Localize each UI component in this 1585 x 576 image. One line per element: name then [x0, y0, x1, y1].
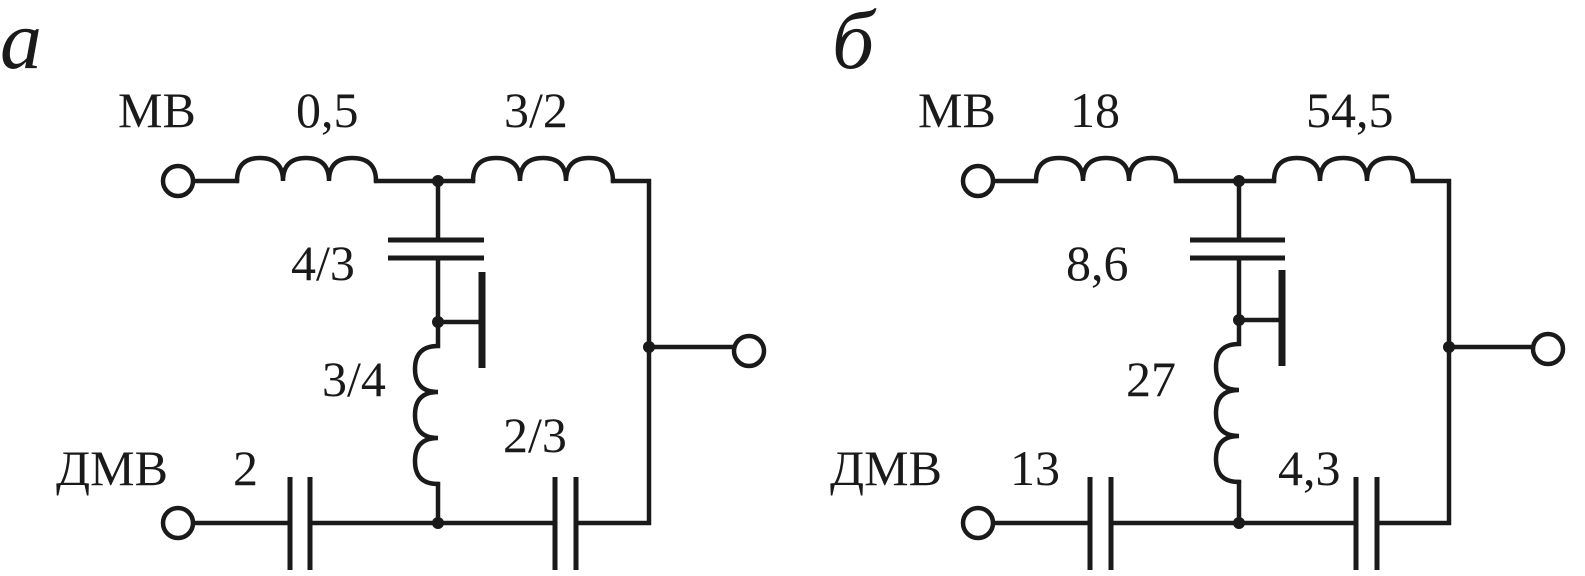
label-inductor-shunt: 27	[1126, 351, 1176, 407]
label-dmv: ДМВ	[56, 440, 168, 496]
label-capacitor-shunt: 8,6	[1066, 235, 1129, 291]
label-inductor-series-right: 3/2	[504, 82, 568, 138]
inductor-shunt	[1213, 317, 1242, 485]
junction-node	[1443, 341, 1455, 353]
label-inductor-shunt: 3/4	[322, 351, 386, 407]
terminal-mv	[160, 163, 196, 199]
diagram-a: a МВ ДМВ 0,5 3/2 4/3 3	[0, 0, 767, 570]
inductor-shunt	[412, 319, 441, 487]
diagram-letter: б	[832, 0, 877, 87]
inductor-mv-input	[234, 155, 379, 184]
label-capacitor-series-bottom: 2/3	[503, 407, 567, 463]
junction-node	[1233, 314, 1245, 326]
terminal-dmv	[160, 505, 196, 541]
label-inductor-mv-input: 0,5	[296, 82, 359, 138]
inductor-mv-input	[1033, 155, 1179, 184]
junction-node	[432, 175, 444, 187]
label-capacitor-series-bottom: 4,3	[1278, 440, 1341, 496]
terminal-mv	[960, 163, 996, 199]
label-capacitor-shunt: 4/3	[291, 235, 355, 291]
terminal-dmv	[960, 505, 996, 541]
junction-node	[1233, 175, 1245, 187]
diagram-b: б МВ ДМВ 18 54,5 8,6 27 13 4,3	[830, 0, 1566, 570]
inductor-series-right	[1271, 155, 1416, 184]
label-mv: МВ	[118, 82, 196, 138]
label-inductor-series-right: 54,5	[1306, 82, 1394, 138]
diagram-letter: a	[0, 0, 42, 87]
inductor-series-right	[470, 155, 616, 184]
label-dmv: ДМВ	[830, 440, 942, 496]
terminal-output	[1530, 331, 1566, 367]
terminal-output	[731, 333, 767, 369]
junction-node	[432, 316, 444, 328]
label-mv: МВ	[918, 82, 996, 138]
label-capacitor-dmv-input: 13	[1010, 440, 1060, 496]
junction-node	[1233, 517, 1245, 529]
wire	[190, 178, 737, 526]
junction-node	[643, 341, 655, 353]
label-capacitor-dmv-input: 2	[233, 440, 258, 496]
label-inductor-mv-input: 18	[1070, 82, 1120, 138]
junction-node	[432, 517, 444, 529]
